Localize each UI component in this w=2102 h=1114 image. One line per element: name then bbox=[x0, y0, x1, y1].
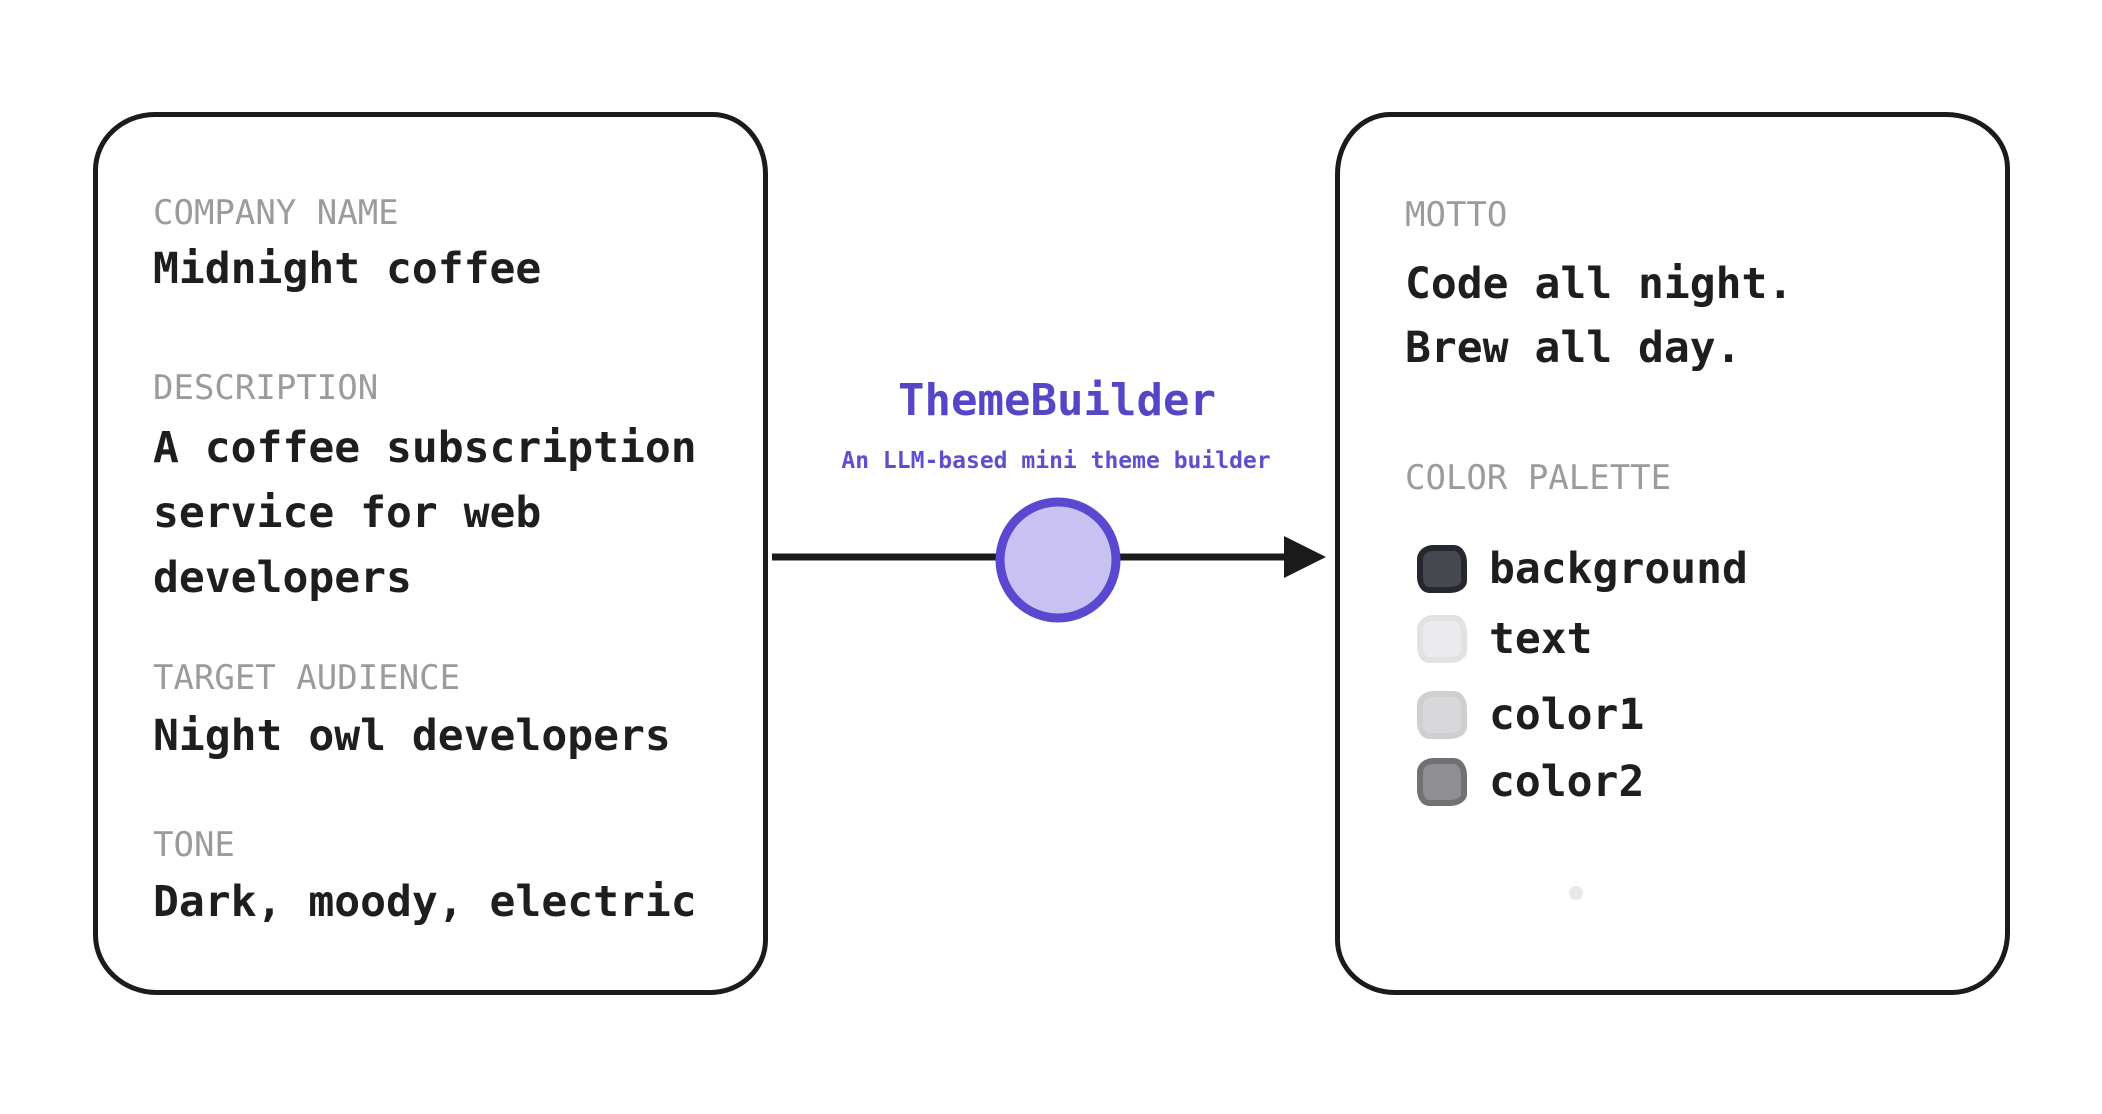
tone-value: Dark, moody, electric bbox=[153, 877, 697, 927]
motto-value: Code all night. Brew all day. bbox=[1405, 259, 1794, 373]
background-swatch bbox=[1417, 545, 1467, 593]
palette-row-color1: color1 bbox=[1417, 689, 1644, 741]
target-audience-value: Night owl developers bbox=[153, 711, 671, 761]
palette-name: background bbox=[1489, 544, 1748, 594]
decorative-dot bbox=[1569, 886, 1583, 900]
description-label: DESCRIPTION bbox=[153, 368, 379, 408]
palette-name: color1 bbox=[1489, 690, 1645, 740]
builder-title: ThemeBuilder bbox=[898, 375, 1216, 426]
input-card: COMPANY NAME Midnight coffee DESCRIPTION… bbox=[93, 112, 768, 995]
builder-subtitle: An LLM-based mini theme builder bbox=[841, 448, 1271, 474]
text-swatch bbox=[1417, 615, 1467, 663]
palette-name: text bbox=[1489, 614, 1593, 664]
tone-label: TONE bbox=[153, 825, 235, 865]
color2-swatch bbox=[1417, 758, 1467, 806]
arrow-head bbox=[1284, 536, 1326, 578]
palette-row-text: text bbox=[1417, 613, 1593, 665]
target-audience-label: TARGET AUDIENCE bbox=[153, 658, 461, 698]
description-value: A coffee subscription service for web de… bbox=[153, 423, 697, 603]
motto-label: MOTTO bbox=[1405, 195, 1508, 235]
builder-node-circle bbox=[995, 497, 1121, 623]
color1-swatch bbox=[1417, 691, 1467, 739]
palette-name: color2 bbox=[1489, 757, 1645, 807]
palette-row-background: background bbox=[1417, 543, 1748, 595]
flow-arrow bbox=[772, 497, 1326, 623]
color-palette-label: COLOR PALETTE bbox=[1405, 458, 1672, 498]
output-card: MOTTO Code all night. Brew all day. COLO… bbox=[1335, 112, 2010, 995]
company-name-value: Midnight coffee bbox=[153, 244, 542, 294]
palette-row-color2: color2 bbox=[1417, 756, 1644, 808]
company-name-label: COMPANY NAME bbox=[153, 193, 399, 233]
